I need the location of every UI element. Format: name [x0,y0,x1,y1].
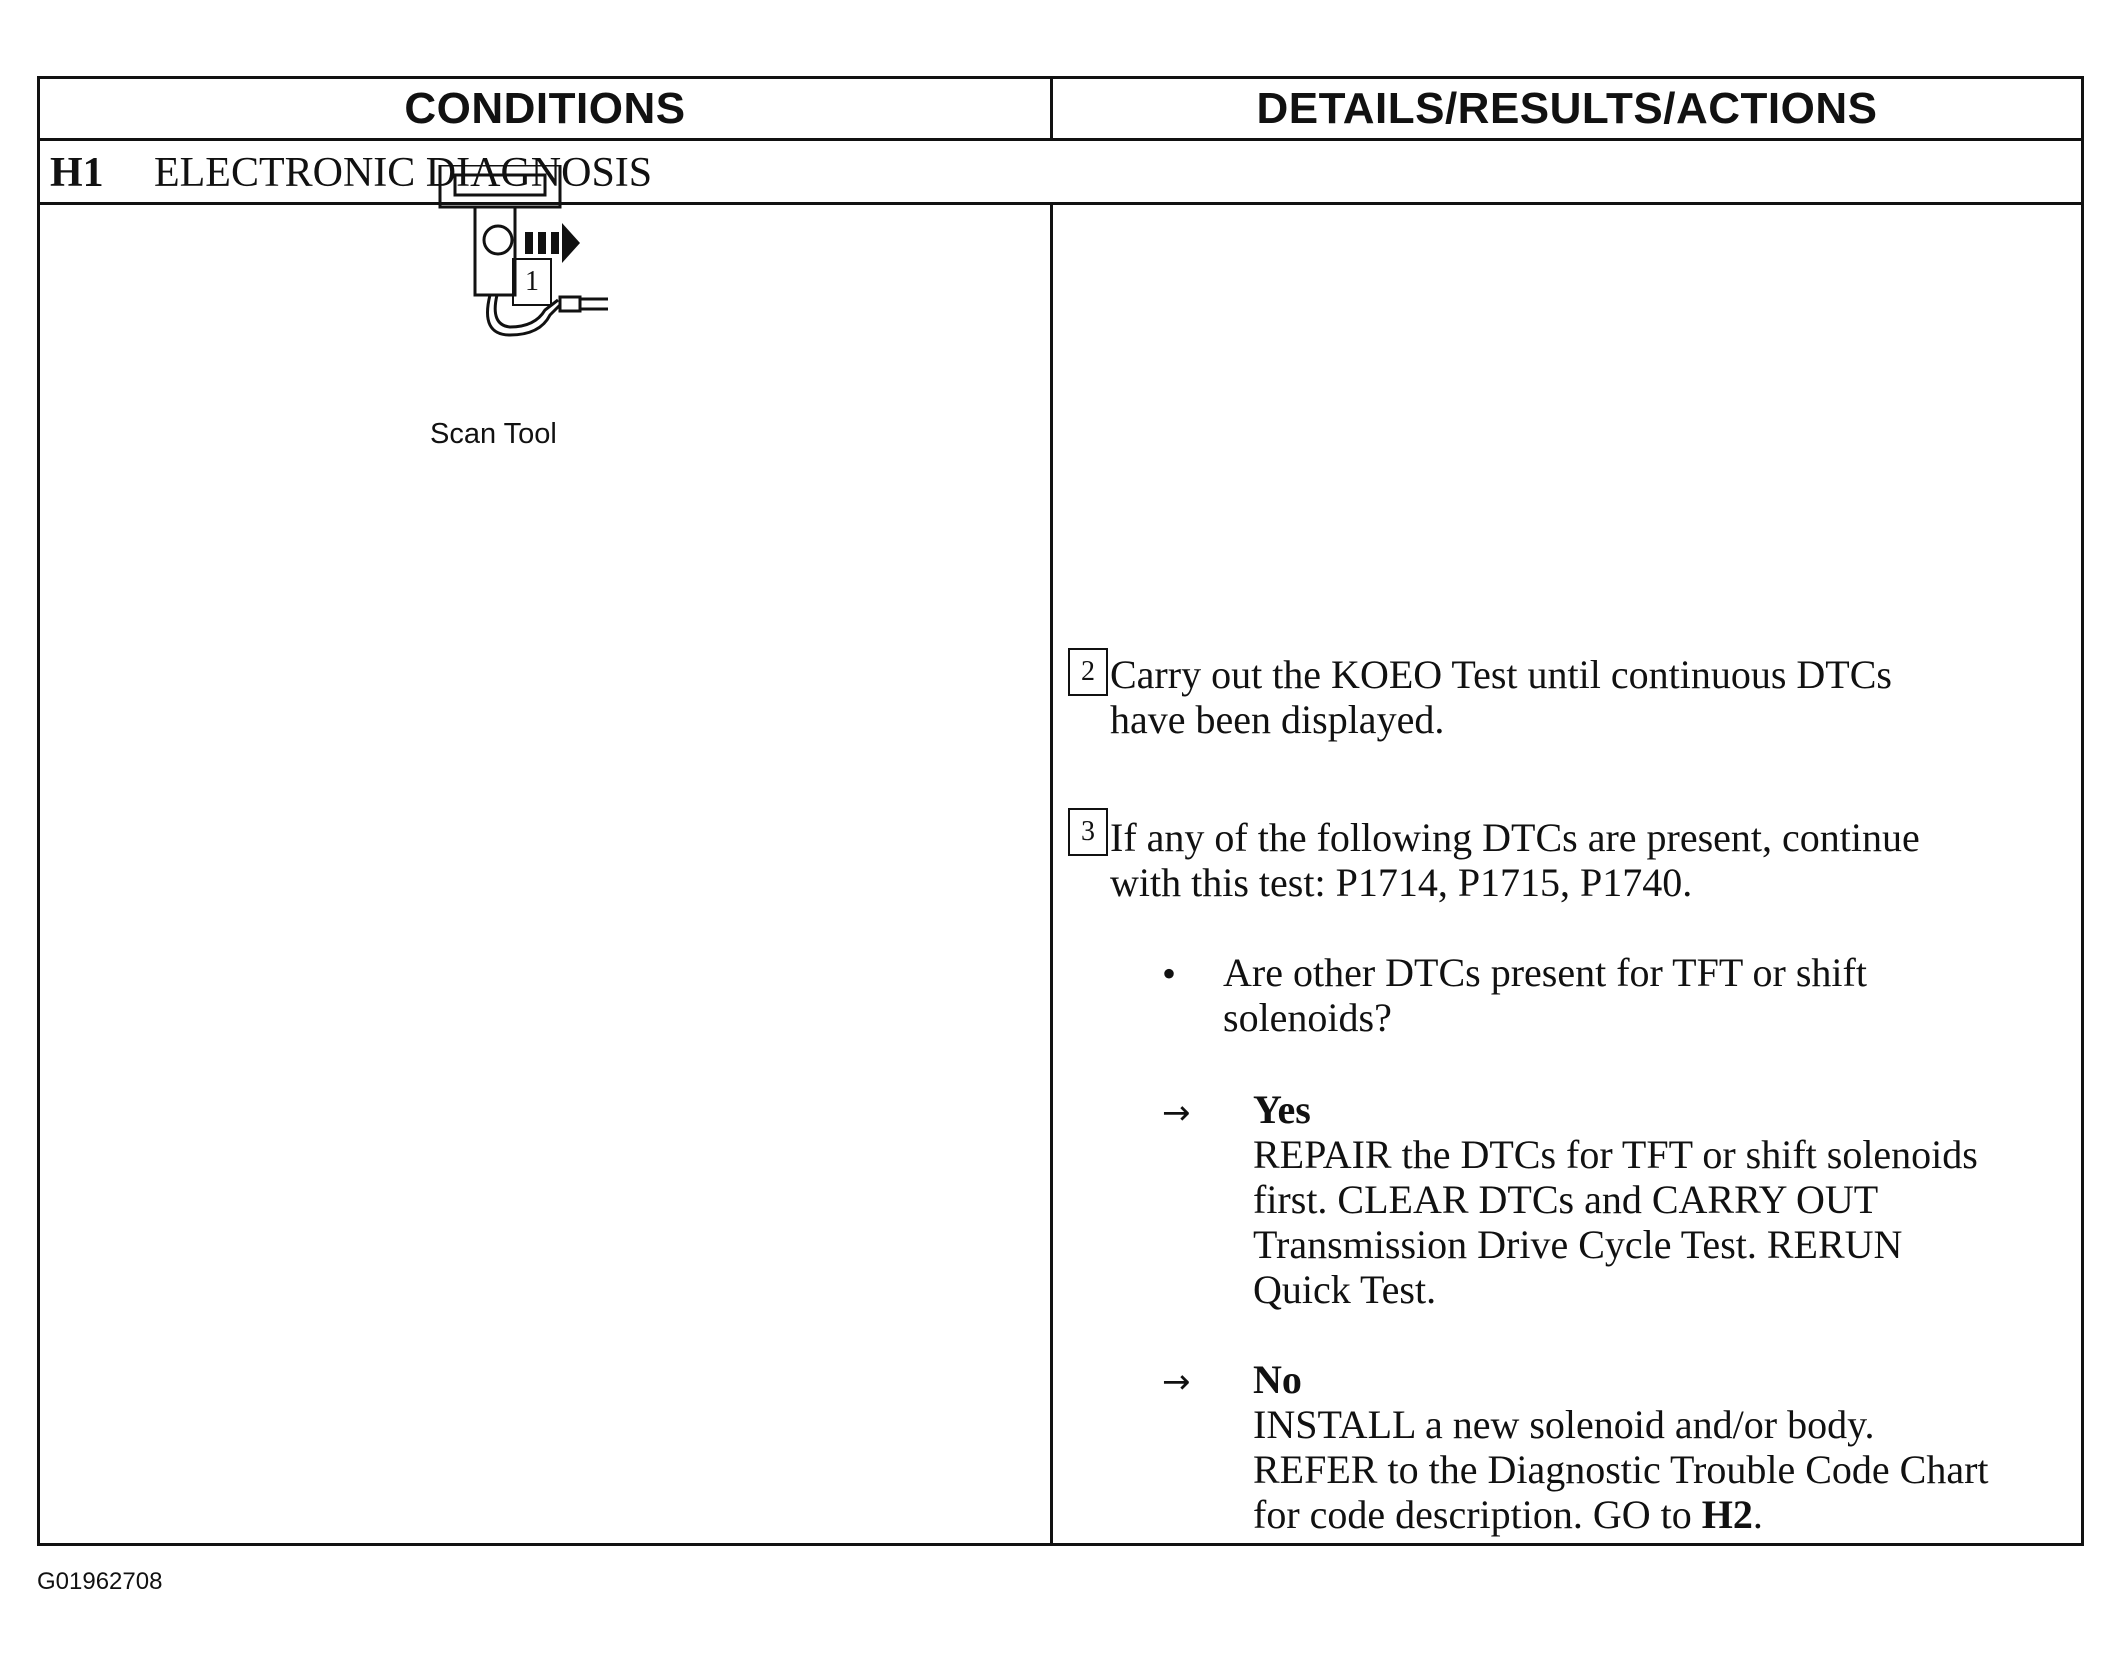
no-line-3: for code description. GO to H2. [1253,1492,2073,1537]
yes-label: Yes [1253,1087,1311,1132]
yes-line-4: Quick Test. [1253,1267,1437,1312]
no-arrow-icon: → [1162,1362,1191,1402]
step-2-line-2: have been displayed. [1110,697,1445,742]
yes-arrow-icon: → [1162,1093,1191,1133]
step-1-marker: 1 [512,258,552,306]
step-2-marker: 2 [1068,648,1108,696]
question-line-1: Are other DTCs present for TFT or shift [1223,950,1867,995]
yes-branch: Yes REPAIR the DTCs for TFT or shift sol… [1253,1087,2073,1312]
no-line-3-suffix: . [1752,1492,1763,1537]
no-label: No [1253,1357,1302,1402]
step-2-text: Carry out the KOEO Test until continuous… [1110,652,2050,742]
step-3-line-2: with this test: P1714, P1715, P1740. [1110,860,1693,905]
h2-reference: H2 [1701,1492,1753,1537]
figure-id: G01962708 [37,1568,163,1595]
scan-tool-icon [400,163,640,430]
section-id: H1 [50,150,104,196]
section-row: H1 ELECTRONIC DIAGNOSIS [40,141,2081,205]
question-text: Are other DTCs present for TFT or shift … [1223,950,2043,1040]
question-line-2: solenoids? [1223,995,1392,1040]
scan-tool-caption: Scan Tool [430,418,557,450]
bullet-dot: • [1162,951,1177,996]
conditions-header: CONDITIONS [40,79,1053,138]
table-header: CONDITIONS DETAILS/RESULTS/ACTIONS [40,79,2081,141]
no-branch: No INSTALL a new solenoid and/or body. R… [1253,1357,2073,1537]
step-2-line-1: Carry out the KOEO Test until continuous… [1110,652,1892,697]
yes-line-3: Transmission Drive Cycle Test. RERUN [1253,1222,1903,1267]
no-line-2: REFER to the Diagnostic Trouble Code Cha… [1253,1447,1989,1492]
step-3-line-1: If any of the following DTCs are present… [1110,815,1920,860]
section-title: ELECTRONIC DIAGNOSIS [154,150,653,196]
yes-line-2: first. CLEAR DTCs and CARRY OUT [1253,1177,1879,1222]
yes-line-1: REPAIR the DTCs for TFT or shift solenoi… [1253,1132,1978,1177]
no-line-1: INSTALL a new solenoid and/or body. [1253,1402,1875,1447]
step-3-text: If any of the following DTCs are present… [1110,815,2050,905]
details-header: DETAILS/RESULTS/ACTIONS [1256,83,1878,133]
step-3-marker: 3 [1068,808,1108,856]
diagnostic-table: CONDITIONS DETAILS/RESULTS/ACTIONS H1 EL… [37,76,2084,1546]
conditions-column [40,205,1053,1543]
no-line-3-prefix: for code description. GO to [1253,1492,1702,1537]
